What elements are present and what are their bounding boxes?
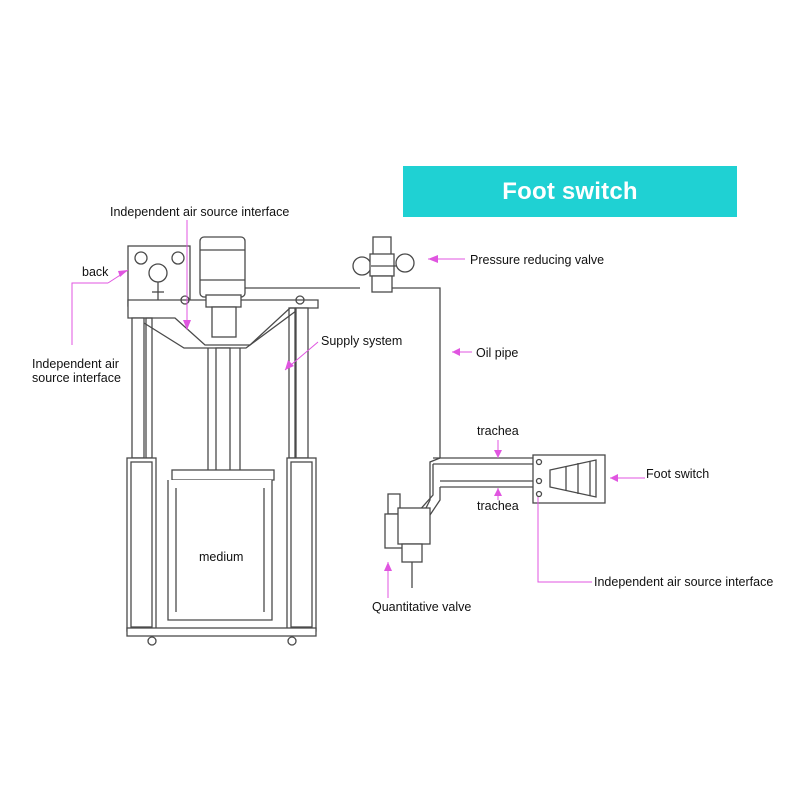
label-independent-air-left: Independent air source interface <box>32 357 121 385</box>
label-independent-air-top: Independent air source interface <box>110 205 290 219</box>
air-motor <box>199 236 246 298</box>
foot-switch-device <box>532 454 606 504</box>
oil-pipe-right <box>392 287 441 458</box>
label-oil-pipe: Oil pipe <box>476 346 519 360</box>
title-banner: Foot switch <box>403 166 737 217</box>
label-supply-system: Supply system <box>321 334 403 348</box>
medium-drum <box>167 480 273 621</box>
label-foot-switch: Foot switch <box>646 467 710 481</box>
quantitative-valve <box>384 493 431 588</box>
label-back: back <box>82 265 109 279</box>
back-panel <box>127 245 191 307</box>
leader-arrowheads <box>118 255 618 571</box>
label-trachea-upper: trachea <box>477 424 519 438</box>
banner-title: Foot switch <box>502 177 638 205</box>
label-pressure-reducing-valve: Pressure reducing valve <box>470 253 605 267</box>
label-medium: medium <box>199 550 244 564</box>
label-independent-air-bottom: Independent air source interface <box>594 575 774 589</box>
label-trachea-lower: trachea <box>477 499 519 513</box>
label-quantitative-valve: Quantitative valve <box>372 600 472 614</box>
pressure-reducing-valve <box>352 236 415 293</box>
press-machine <box>126 236 319 646</box>
